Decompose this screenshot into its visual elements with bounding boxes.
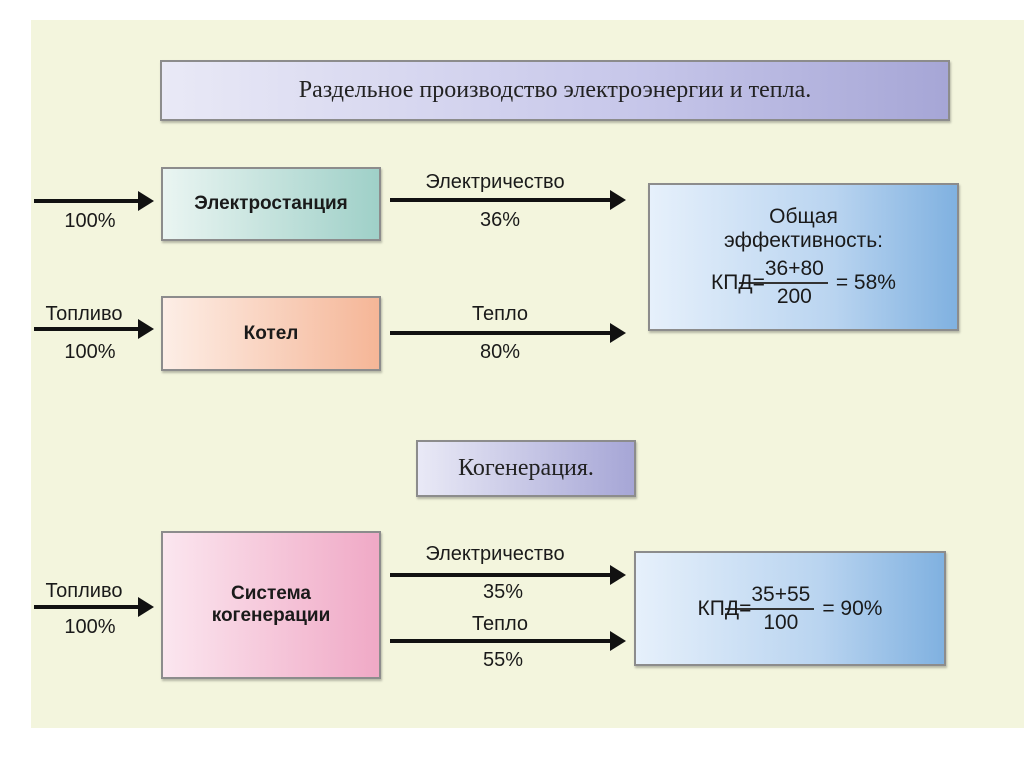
electricity-label: Электричество <box>425 171 565 193</box>
cogen-electricity-value: 35% <box>482 581 524 603</box>
separate-title: Раздельное производство электроэнергии и… <box>298 77 812 103</box>
cogen-electricity-arrow <box>390 565 626 585</box>
cogen-heat-arrow <box>390 631 626 651</box>
efficiency-title-1: Общая <box>769 205 838 228</box>
efficiency-title-2: эффективность: <box>723 229 884 252</box>
cogen-fuel-arrow <box>34 597 154 617</box>
heat-arrow <box>390 323 626 343</box>
fuel-label-2: Топливо <box>45 303 123 325</box>
cogen-fuel-label: Топливо <box>45 580 123 602</box>
kpd-denominator-2: 100 <box>763 610 799 634</box>
separate-title-box: Раздельное производство электроэнергии и… <box>160 60 950 121</box>
cogen-heat-label: Тепло <box>471 613 529 635</box>
boiler-label: Котел <box>243 322 299 344</box>
power-plant-box: Электростанция <box>161 167 381 241</box>
cogen-fuel-in: 100% <box>64 616 116 638</box>
heat-value: 80% <box>479 341 521 363</box>
cogen-heat-value: 55% <box>482 649 524 671</box>
cogen-title-box: Когенерация. <box>416 440 636 497</box>
kpd-numerator-2: 35+55 <box>725 583 815 610</box>
electricity-arrow <box>390 190 626 210</box>
cogen-system-box: Система когенерации <box>161 531 381 679</box>
power-plant-label: Электростанция <box>194 193 348 214</box>
fuel-arrow-2 <box>34 319 154 339</box>
kpd-numerator: 36+80 <box>738 257 828 284</box>
kpd-result-2: = 90% <box>822 596 883 620</box>
boiler-box: Котел <box>161 296 381 371</box>
kpd-denominator: 200 <box>776 285 812 308</box>
fuel-in-2: 100% <box>64 341 116 363</box>
cogen-electricity-label: Электричество <box>425 543 565 565</box>
kpd-result: = 58% <box>835 271 896 294</box>
heat-label: Тепло <box>471 303 529 325</box>
electricity-value: 36% <box>479 209 521 231</box>
kpd-prefix-2: КПД= <box>697 596 752 620</box>
fuel-arrow-1 <box>34 191 154 211</box>
fuel-in-1: 100% <box>64 210 116 232</box>
cogen-title: Когенерация. <box>458 455 594 481</box>
system-label-1: Система <box>231 583 311 604</box>
kpd-prefix: КПД= <box>711 271 765 294</box>
system-label-2: когенерации <box>211 605 331 626</box>
